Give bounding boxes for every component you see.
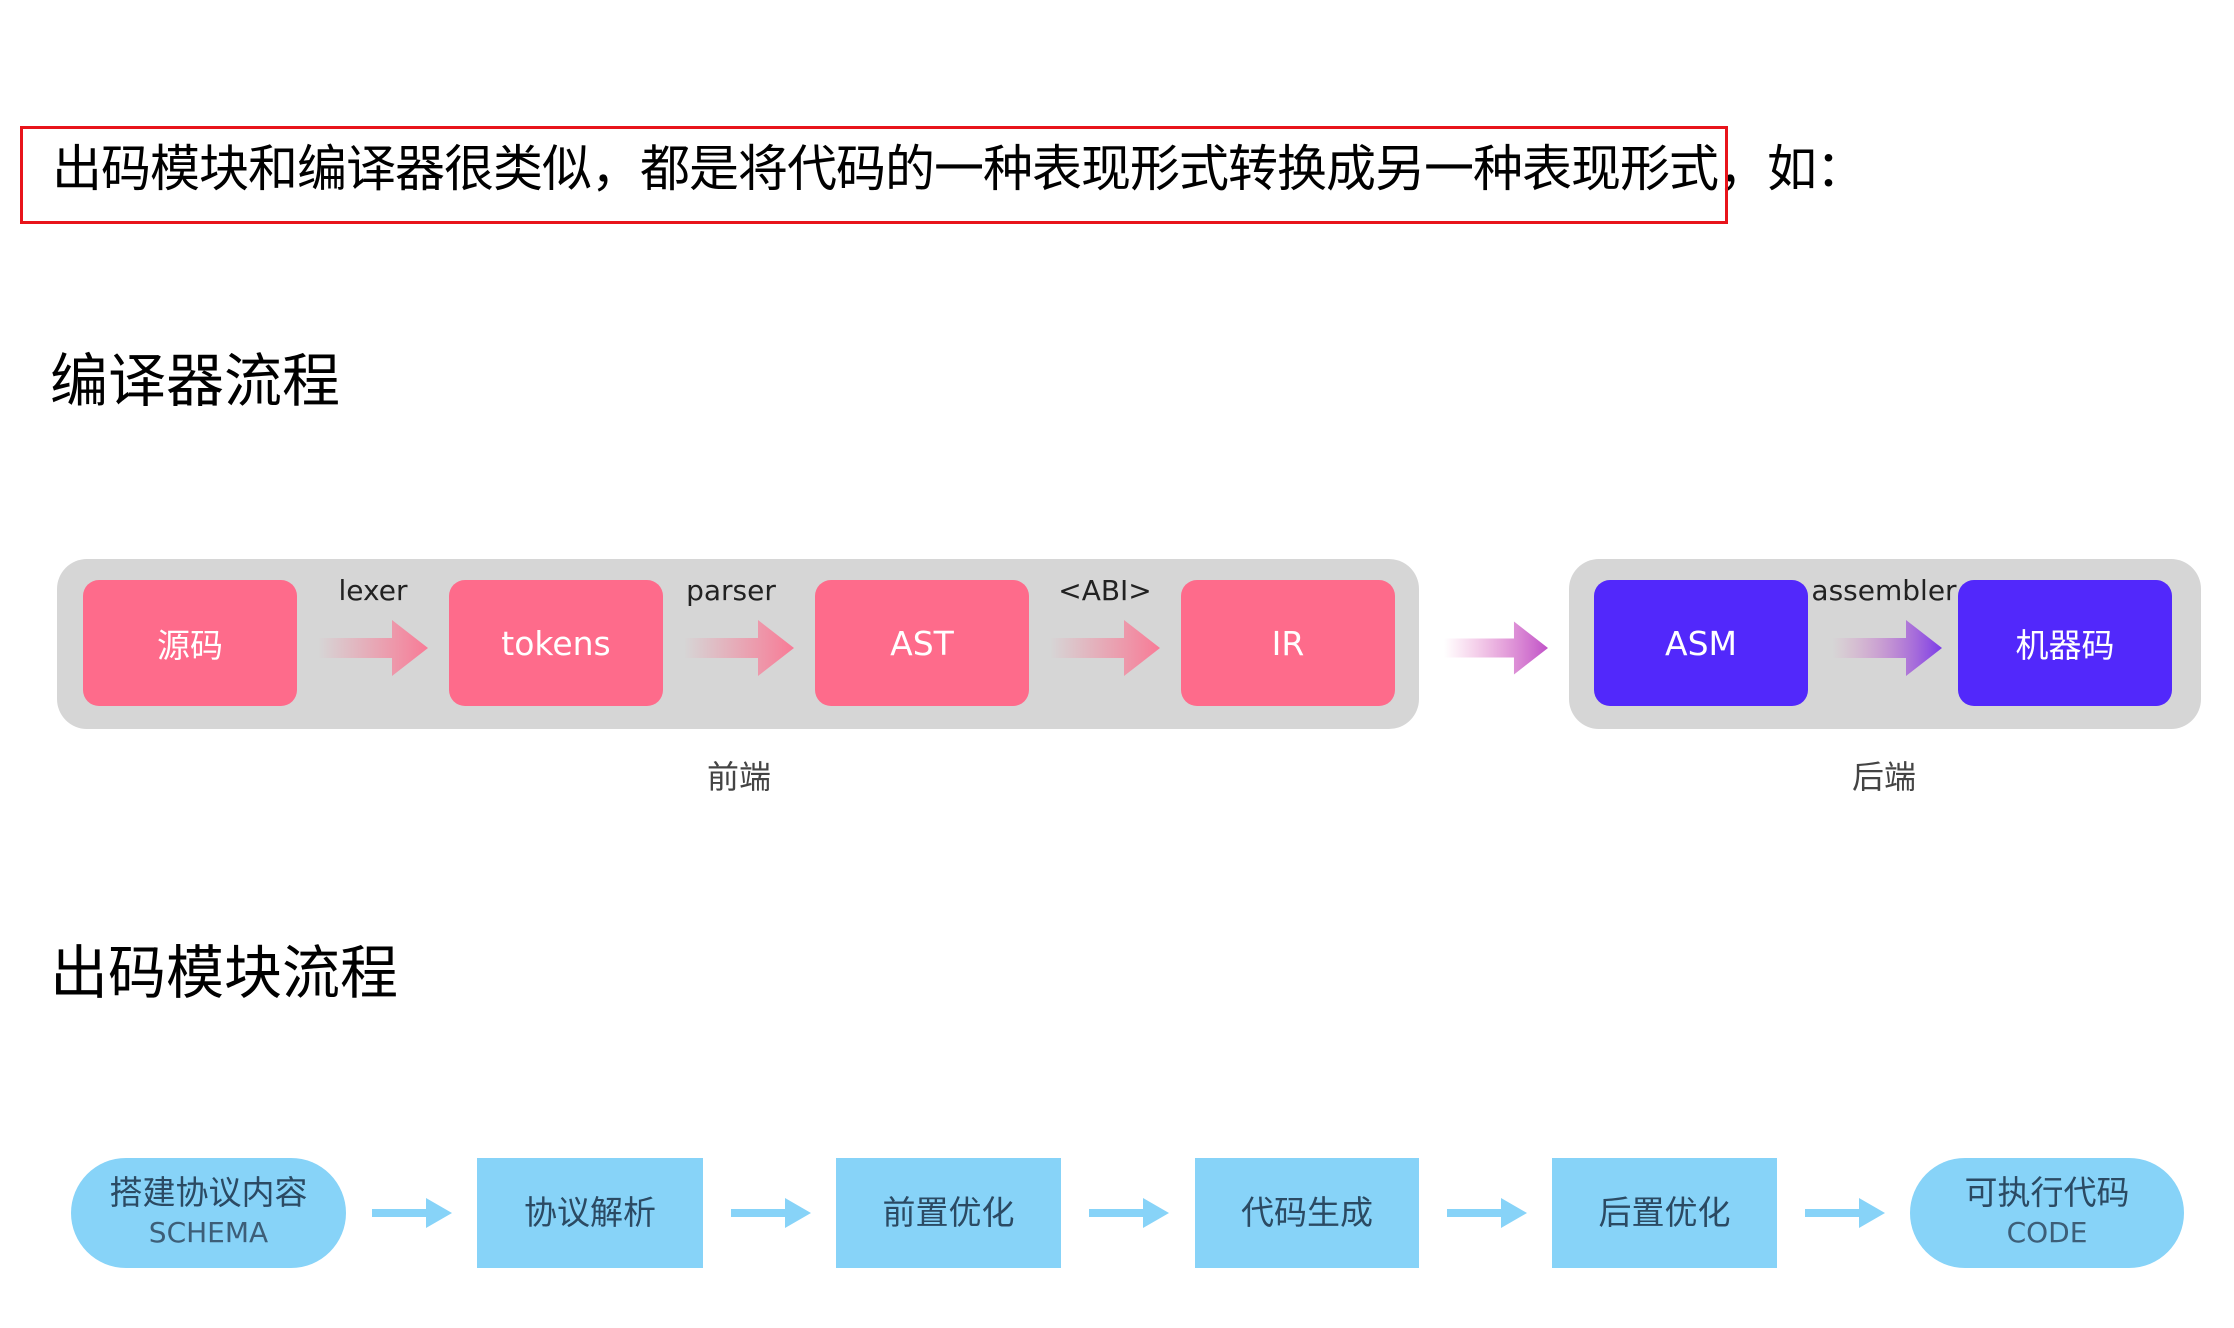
step-title: 搭建协议内容 [109,1173,308,1212]
step-title: 代码生成 [1241,1193,1373,1232]
arrow-right-icon [318,620,428,676]
edge-label-abi: <ABI> [1058,574,1152,607]
arrow-right-icon [372,1198,452,1228]
step-executable-code: 可执行代码 CODE [1910,1158,2184,1268]
node-tokens: tokens [449,580,663,706]
step-post-optimize: 后置优化 [1552,1158,1777,1268]
arrow-right-icon [1444,621,1548,675]
node-machine-code: 机器码 [1958,580,2172,706]
step-title: 协议解析 [524,1193,656,1232]
step-pre-optimize: 前置优化 [836,1158,1061,1268]
intro-text: 出码模块和编译器很类似，都是将代码的一种表现形式转换成另一种表现形式，如： [52,140,1866,198]
step-title: 后置优化 [1598,1193,1731,1232]
node-asm: ASM [1594,580,1808,706]
arrow-right-icon [1089,1198,1169,1228]
step-title: 前置优化 [882,1193,1015,1232]
edge-label-lexer: lexer [338,574,408,607]
step-subtitle: SCHEMA [148,1216,269,1249]
arrow-right-icon [1050,620,1160,676]
arrow-right-icon [731,1198,811,1228]
heading-compiler-flow: 编译器流程 [50,347,341,415]
step-subtitle: CODE [2006,1216,2088,1249]
backend-label: 后端 [1851,758,1917,796]
arrow-right-icon [684,620,794,676]
step-protocol-parse: 协议解析 [477,1158,703,1268]
arrow-right-icon [1447,1198,1527,1228]
heading-codegen-flow: 出码模块流程 [50,939,399,1007]
node-ast: AST [815,580,1029,706]
step-title: 可执行代码 [1964,1173,2130,1212]
node-ir: IR [1181,580,1395,706]
arrow-right-icon [1805,1198,1885,1228]
node-source: 源码 [83,580,297,706]
frontend-label: 前端 [706,758,772,796]
edge-label-parser: parser [686,574,776,607]
step-schema: 搭建协议内容 SCHEMA [71,1158,346,1268]
highlight-box [20,126,1728,224]
step-code-generate: 代码生成 [1195,1158,1419,1268]
edge-label-assembler: assembler [1811,574,1957,607]
arrow-right-icon [1832,620,1942,676]
